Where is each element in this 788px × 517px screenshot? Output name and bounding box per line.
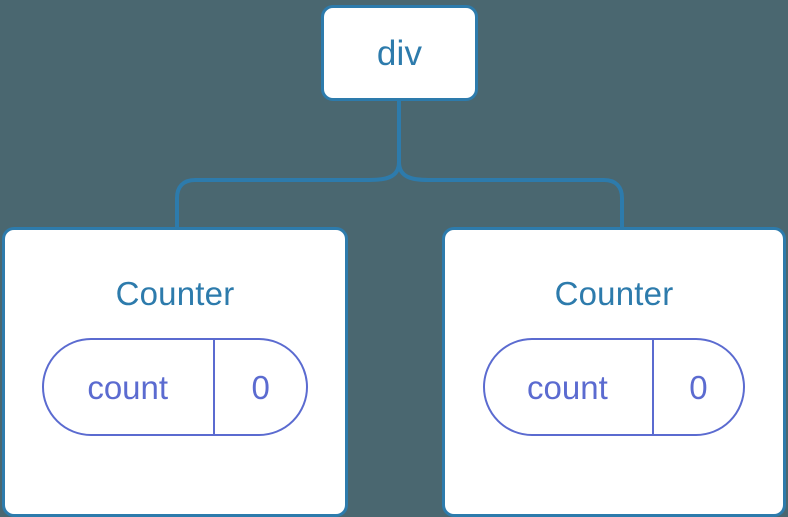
tree-connectors (175, 101, 624, 229)
state-value-right: 0 (689, 368, 708, 406)
node-counter-right-label: Counter (554, 275, 674, 312)
connector-branch-right (397, 160, 624, 229)
state-badge-right: count 0 (483, 338, 745, 436)
state-key-left: count (44, 340, 216, 434)
node-div[interactable]: div (321, 5, 478, 101)
state-badge-left: count 0 (42, 338, 308, 436)
node-counter-right[interactable]: Counter count 0 (442, 227, 786, 517)
component-tree-diagram: div Counter count 0 Counter count 0 (2, 5, 786, 517)
node-counter-left-label: Counter (115, 275, 235, 312)
state-value-left: 0 (251, 368, 270, 406)
connector-branch-left (175, 160, 401, 229)
node-counter-left[interactable]: Counter count 0 (2, 227, 348, 517)
node-div-label: div (376, 33, 423, 73)
state-key-right: count (485, 340, 654, 434)
